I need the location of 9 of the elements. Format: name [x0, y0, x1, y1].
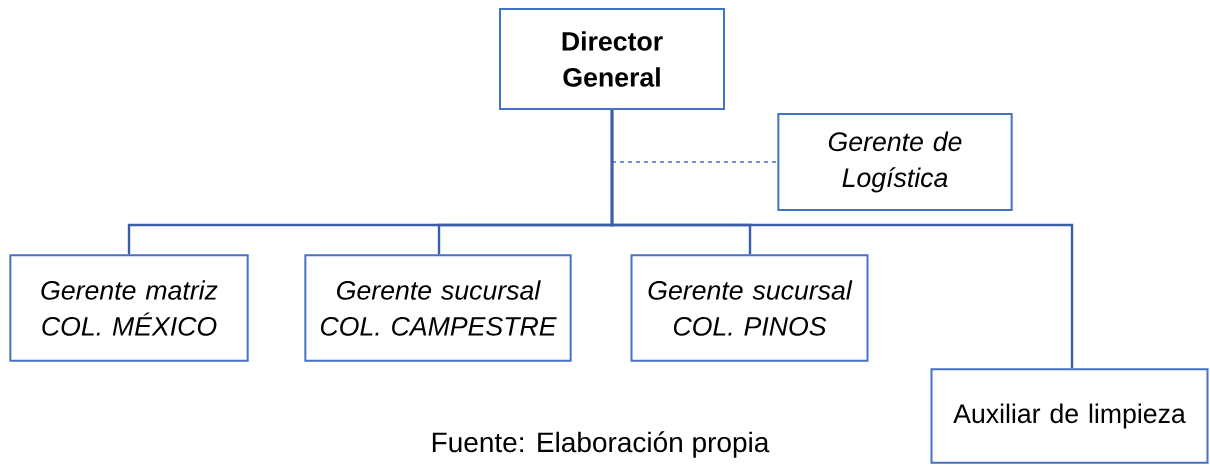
- org-box: Gerente sucursal COL. PINOS: [630, 254, 869, 362]
- org-box: Director General: [499, 8, 725, 110]
- connector-line: [610, 110, 1074, 369]
- org-box: Gerente de Logística: [777, 113, 1013, 211]
- org-box: Gerente sucursal COL. CAMPESTRE: [304, 254, 572, 362]
- org-box: Gerente matriz COL. MÉXICO: [9, 254, 249, 362]
- org-box: Auxiliar de limpieza: [930, 368, 1209, 464]
- caption: Fuente: Elaboración propia: [432, 431, 770, 458]
- connector-line: [611, 161, 778, 163]
